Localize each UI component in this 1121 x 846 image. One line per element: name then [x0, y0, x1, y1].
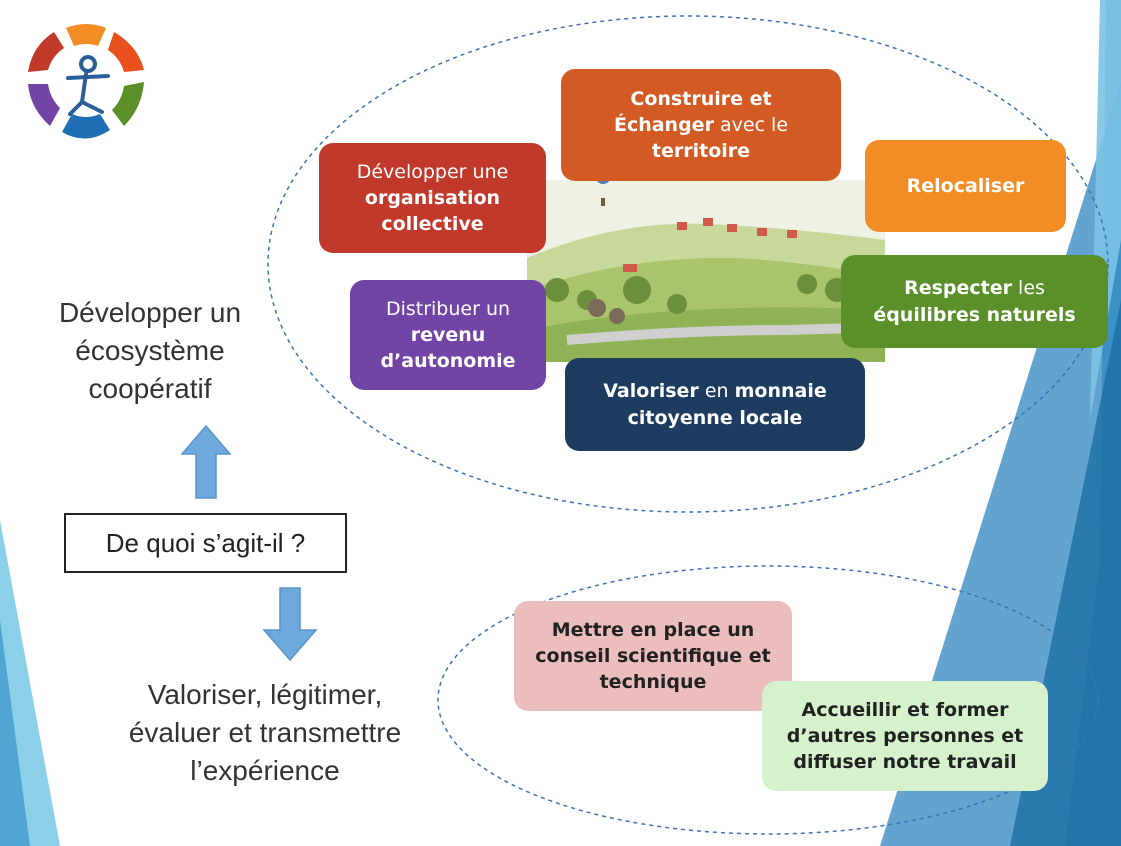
box-text-bold: citoyenne locale: [627, 406, 803, 429]
box-text-bold: Accueillir et former d’autres personnes …: [786, 698, 1024, 774]
box-text-bold: Valoriser: [603, 380, 699, 403]
box-distribuer: Distribuer un revenu d’autonomie: [350, 280, 546, 390]
outcome-line: l’expérience: [190, 754, 340, 786]
goal-line: coopératif: [88, 372, 212, 404]
up-arrow-icon: [180, 424, 232, 499]
outcome-line: Valoriser, légitimer,: [147, 679, 383, 710]
box-construire: Construire et Échanger avec le territoire: [561, 69, 841, 181]
box-text-regular: les: [1012, 277, 1045, 300]
goal-line: Développer un: [58, 297, 242, 328]
outcome-text: Valoriser, légitimer, évaluer et transme…: [80, 676, 450, 789]
box-text-bold: Relocaliser: [906, 174, 1025, 197]
box-conseil: Mettre en place un conseil scientifique …: [514, 601, 792, 711]
box-text-bold: Échanger: [613, 113, 714, 136]
logo: [28, 24, 144, 139]
box-text-bold: monnaie: [734, 380, 827, 403]
box-valoriser: Valoriser en monnaie citoyenne locale: [565, 358, 865, 451]
box-text-regular: Développer une: [356, 160, 509, 183]
box-text-regular: Distribuer un: [385, 297, 511, 320]
question-box: De quoi s’agit-il ?: [64, 513, 347, 573]
box-relocaliser: Relocaliser: [865, 140, 1066, 232]
box-text-bold: organisation collective: [364, 186, 501, 236]
box-respecter: Respecter les équilibres naturels: [841, 255, 1108, 348]
box-text-bold: territoire: [651, 140, 751, 163]
outcome-line: évaluer et transmettre: [128, 716, 402, 748]
box-text-bold: équilibres naturels: [873, 303, 1076, 326]
box-text-regular: en: [698, 380, 735, 403]
box-text-bold: revenu d’autonomie: [380, 323, 516, 373]
box-text-bold: Mettre en place un conseil scientifique …: [535, 618, 771, 694]
goal-line: écosystème: [75, 334, 225, 366]
down-arrow-icon: [262, 587, 318, 662]
box-accueillir: Accueillir et former d’autres personnes …: [762, 681, 1048, 791]
box-organisation: Développer une organisation collective: [319, 143, 546, 253]
landscape-illustration: [527, 180, 885, 362]
box-text-bold: Construire et: [630, 87, 772, 110]
goal-text: Développer un écosystème coopératif: [20, 294, 280, 407]
box-text-regular: avec le: [713, 113, 789, 136]
box-text-bold: Respecter: [904, 277, 1012, 300]
